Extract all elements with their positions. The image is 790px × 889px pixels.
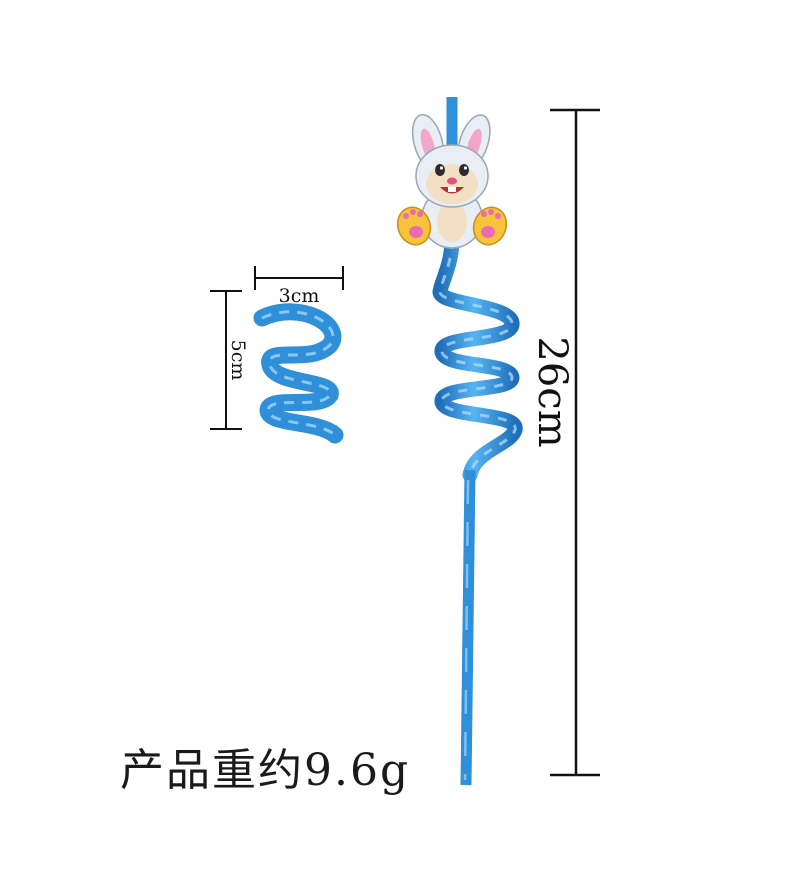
coil-detail xyxy=(253,303,344,444)
width-dimension: 3cm xyxy=(254,266,344,307)
width-label: 3cm xyxy=(279,285,320,307)
height-label: 5cm xyxy=(227,340,249,381)
length-dimension: 26cm xyxy=(529,108,600,777)
product-weight-label: 产品重约9.6g xyxy=(120,745,411,796)
rabbit-topper xyxy=(396,113,508,249)
length-label: 26cm xyxy=(529,336,575,447)
height-dimension: 5cm xyxy=(210,290,249,430)
